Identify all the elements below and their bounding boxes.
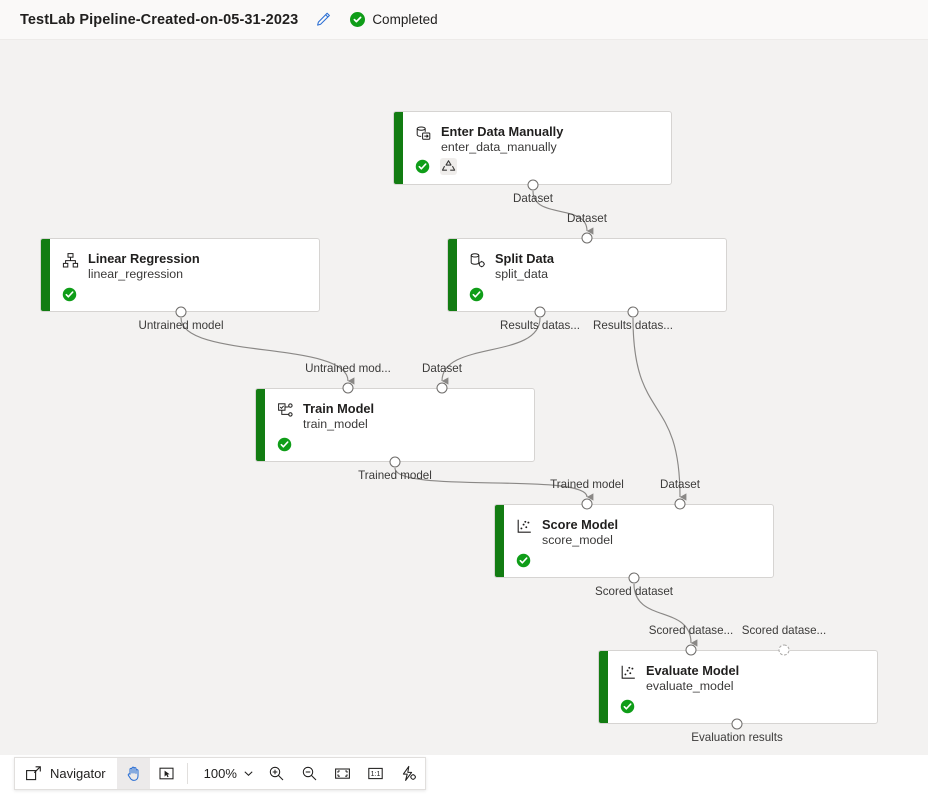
port-label: Untrained model [138,319,224,332]
split-data-icon [469,252,486,269]
input-port[interactable] [778,644,790,656]
output-port[interactable] [527,179,539,191]
node-check-icon [620,699,635,714]
port-label: Dataset [422,362,462,375]
hierarchy-icon [62,252,79,269]
node-title: Score Model [542,517,619,532]
zoom-in-button[interactable] [260,758,293,789]
page-title: TestLab Pipeline-Created-on-05-31-2023 [20,11,299,28]
output-port[interactable] [731,718,743,730]
fit-to-screen-button[interactable] [326,758,359,789]
port-label: Dataset [660,478,700,491]
node-check-icon [415,159,430,174]
port-label: Trained model [358,469,432,482]
recycle-icon[interactable] [440,158,457,175]
select-cursor-icon [159,767,174,780]
node-check-icon [62,287,77,302]
input-port[interactable] [581,232,593,244]
port-label: Scored datase... [648,624,734,637]
node-check-icon [277,437,292,452]
node-check-icon [516,553,531,568]
port-label: Results datas... [500,319,580,332]
output-port[interactable] [628,572,640,584]
actual-size-icon: 1:1 [368,767,383,780]
pipeline-header: TestLab Pipeline-Created-on-05-31-2023 C… [0,0,928,40]
pencil-icon[interactable] [314,11,332,29]
port-label: Trained model [550,478,624,491]
node-title: Evaluate Model [646,663,740,678]
input-port[interactable] [685,644,697,656]
status-badge: Completed [350,12,438,27]
input-port[interactable] [674,498,686,510]
node-title: Train Model [303,401,375,416]
scatter-icon [516,518,533,535]
auto-layout-icon [402,765,416,781]
svg-text:1:1: 1:1 [371,771,381,778]
pipeline-edge [632,317,687,501]
node-subtitle: linear_regression [88,267,184,281]
port-label: Dataset [567,212,607,225]
input-port[interactable] [436,382,448,394]
node-check-icon [469,287,484,302]
node-status-bar [394,112,403,184]
node-status-bar [599,651,608,723]
scatter-icon [620,664,637,681]
node-subtitle: train_model [303,417,368,431]
port-label: Evaluation results [691,731,783,744]
input-port[interactable] [581,498,593,510]
node-subtitle: score_model [542,533,613,547]
node-status-bar [41,239,50,311]
output-port[interactable] [175,306,187,318]
navigator-button[interactable]: Navigator [15,758,117,789]
actual-size-button[interactable]: 1:1 [359,758,392,789]
node-title: Split Data [495,251,555,266]
zoom-out-button[interactable] [293,758,326,789]
fit-to-screen-icon [334,768,350,779]
output-port[interactable] [389,456,401,468]
input-port[interactable] [342,382,354,394]
port-label: Results datas... [593,319,673,332]
zoom-level-value: 100% [203,766,237,781]
node-title: Enter Data Manually [441,124,564,139]
port-label: Scored dataset [595,585,673,598]
port-label: Dataset [513,192,553,205]
zoom-in-icon [269,766,284,781]
enter-data-icon [415,125,432,142]
port-label: Scored datase... [741,624,827,637]
navigator-label: Navigator [50,766,106,781]
port-label: Untrained mod... [305,362,391,375]
node-status-bar [448,239,457,311]
pan-tool-button[interactable] [116,758,150,789]
train-model-icon [277,402,294,419]
node-status-bar [495,505,504,577]
status-label: Completed [372,12,438,27]
auto-layout-button[interactable] [392,758,425,789]
output-port[interactable] [627,306,639,318]
node-subtitle: evaluate_model [646,679,734,693]
node-status-bar [256,389,265,461]
output-port[interactable] [534,306,546,318]
node-subtitle: split_data [495,267,549,281]
check-circle-icon [350,12,366,27]
select-tool-button[interactable] [150,758,183,789]
zoom-level-select[interactable]: 100% [192,758,260,789]
hand-pan-icon [127,766,139,781]
canvas-toolbar: Navigator 100% [14,757,426,790]
navigator-icon [26,766,41,781]
zoom-out-icon [302,766,317,781]
node-subtitle: enter_data_manually [441,140,557,154]
chevron-down-icon [244,771,253,777]
node-title: Linear Regression [88,251,200,266]
toolbar-divider [186,763,188,784]
